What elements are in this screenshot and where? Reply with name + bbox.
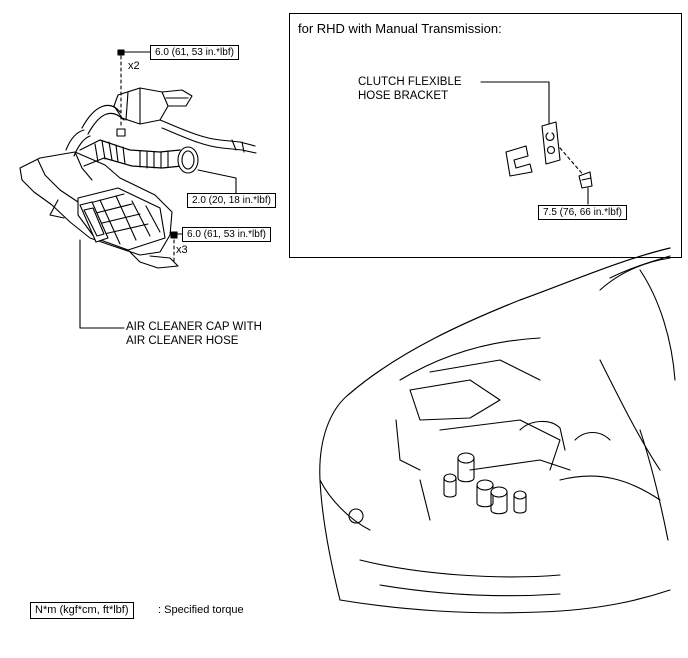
inset-title: for RHD with Manual Transmission: — [298, 21, 502, 36]
lower-bolt-torque: 6.0 (61, 53 in.*lbf) — [182, 227, 271, 242]
lower-bolt-quantity: x3 — [176, 244, 188, 256]
air-cleaner-label-line1: AIR CLEANER CAP WITH — [126, 321, 262, 333]
clutch-bracket-label-line1: CLUTCH FLEXIBLE — [358, 76, 462, 88]
clutch-bracket-label-line2: HOSE BRACKET — [358, 90, 449, 102]
top-bolt-quantity: x2 — [128, 60, 140, 72]
clamp-torque: 2.0 (20, 18 in.*lbf) — [187, 193, 276, 208]
top-bolt — [117, 49, 153, 129]
part-leader — [79, 239, 125, 329]
air-cleaner-label-line2: AIR CLEANER HOSE — [126, 335, 239, 347]
clamp-leader — [197, 169, 237, 199]
legend-torque-unit: N*m (kgf*cm, ft*lbf) — [30, 602, 134, 619]
air-cleaner-cap-drawing — [19, 87, 257, 269]
clutch-bracket-torque: 7.5 (76, 66 in.*lbf) — [538, 205, 627, 220]
rhd-manual-inset: for RHD with Manual Transmission: — [289, 13, 682, 258]
clutch-bracket-drawing — [480, 81, 593, 205]
lower-bolt — [170, 231, 185, 263]
vehicle-front-drawing — [319, 247, 676, 614]
legend-torque-meaning: : Specified torque — [158, 604, 244, 616]
top-bolt-torque: 6.0 (61, 53 in.*lbf) — [150, 45, 239, 60]
